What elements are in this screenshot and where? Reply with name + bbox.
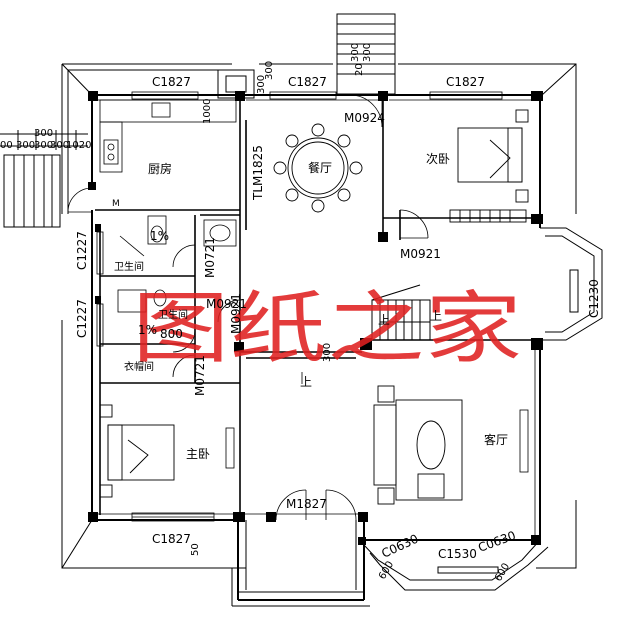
slope-2: 1% <box>138 323 157 337</box>
room-label-bathroom1: 卫生间 <box>114 260 144 273</box>
window-label-wc2: C1227 <box>75 299 89 338</box>
interior-walls <box>95 95 540 520</box>
door-label-dining: M0924 <box>344 111 385 125</box>
dim-300-b: 300 <box>34 140 53 151</box>
bedroom2-bed <box>449 109 529 223</box>
window-label-bay-left: C0630 <box>379 532 420 561</box>
kitchen-counter <box>99 99 237 173</box>
dim-800: 800 <box>160 327 183 341</box>
room-label-bathroom2: 卫生间 <box>158 308 188 321</box>
dim-00: 00 <box>0 140 13 151</box>
dim-300-c: 300 <box>50 140 69 151</box>
dim-600-b: 600 <box>493 561 512 583</box>
roof-eave-outline <box>61 63 577 569</box>
room-label-kitchen: 厨房 <box>148 161 172 176</box>
dim-300-e: 300 <box>264 61 275 80</box>
window-label-bay-side: C1230 <box>587 279 601 318</box>
dim-300-stair-a: 300 <box>350 43 361 62</box>
bay-window-right <box>540 227 603 341</box>
room-label-closet: 衣帽间 <box>124 360 154 373</box>
slope-1: 1% <box>150 229 169 243</box>
mark-m: M <box>112 199 120 209</box>
dim-300-d: 300 <box>256 75 267 94</box>
windows <box>96 91 529 522</box>
window-label-master: C1827 <box>152 532 191 546</box>
columns <box>88 91 543 545</box>
watermark-text: 图纸之家 <box>132 284 522 374</box>
door-label-wc-small-b: M0921 <box>206 297 247 311</box>
door-label-wc-shared: M0921 <box>229 293 243 334</box>
interior-stair <box>371 284 431 340</box>
room-label-dining: 餐厅 <box>308 160 332 175</box>
dim-1020: 1020 <box>66 140 91 151</box>
room-label-living: 客厅 <box>484 432 508 447</box>
dim-50: 50 <box>190 543 201 556</box>
annotation-group: 1% 1% 上 上 上 M <box>112 199 442 389</box>
dim-300-stair-b: 300 <box>362 43 373 62</box>
room-label-master: 主卧 <box>186 447 210 461</box>
window-label-wc1: C1227 <box>75 231 89 270</box>
dim-1000: 1000 <box>202 99 213 124</box>
master-bed <box>99 404 175 498</box>
window-label-bedroom2: C1827 <box>446 75 485 89</box>
rear-stair <box>217 13 396 99</box>
room-label-bedroom2: 次卧 <box>426 152 450 166</box>
dimension-group: 300 00 300 300 300 1020 1000 300 300 20 … <box>0 43 512 584</box>
dining-table <box>273 123 363 213</box>
window-label-dining: C1827 <box>288 75 327 89</box>
window-label-bay-front: C1530 <box>438 547 477 561</box>
door-label-wc-small: M0721 <box>203 237 217 278</box>
up-mark-stair: 上 <box>378 313 390 327</box>
window-label-kitchen: C1827 <box>152 75 191 89</box>
front-porch <box>231 520 370 607</box>
door-label-group: M0924 M0921 M1827 TLM1825 M0721 M0921 M0… <box>193 111 441 511</box>
door-label-closet: M0721 <box>193 355 207 396</box>
side-stair <box>0 130 88 228</box>
up-mark-step: 上 <box>300 375 312 389</box>
bathroom-fixtures <box>117 215 237 313</box>
dim-20: 20 <box>354 63 365 76</box>
up-mark-stair2: 上 <box>430 309 442 323</box>
door-label-bedroom2: M0921 <box>400 247 441 261</box>
dim-300-a: 300 <box>16 140 35 151</box>
exterior-walls <box>91 94 541 601</box>
up-arrow <box>119 235 303 384</box>
dim-300-top: 300 <box>34 128 53 139</box>
room-label-group: 厨房 餐厅 次卧 卫生间 卫生间 衣帽间 主卧 客厅 <box>114 152 508 461</box>
window-label-bay-right: C0630 <box>476 528 517 554</box>
door-label-slide: TLM1825 <box>251 145 265 201</box>
door-swings <box>67 94 429 521</box>
front-bay <box>363 539 549 591</box>
door-label-front: M1827 <box>286 497 327 511</box>
dim-300-f: 300 <box>322 343 333 362</box>
living-sofa-set <box>373 385 463 505</box>
